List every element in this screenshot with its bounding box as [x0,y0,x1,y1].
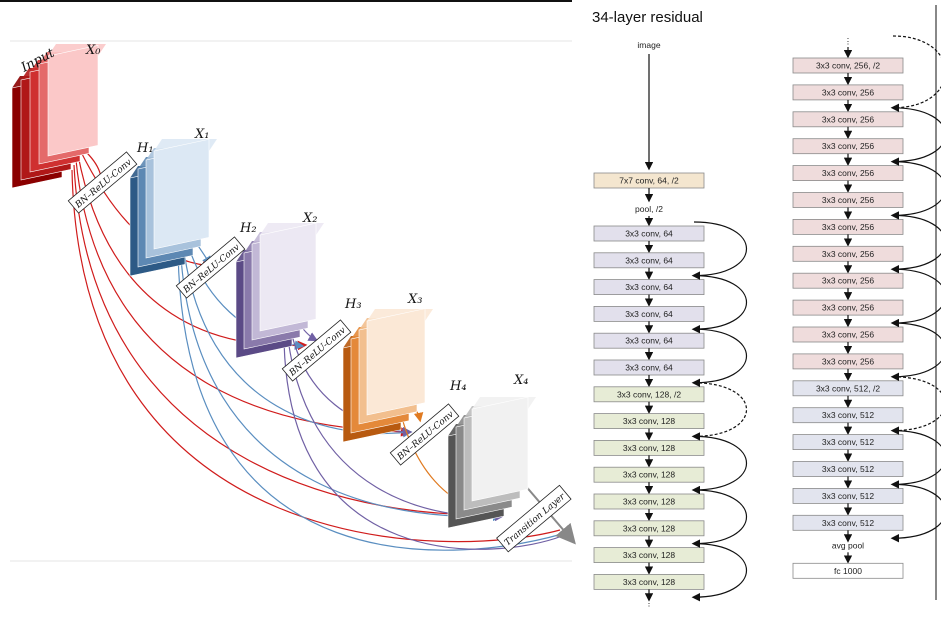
x-label: X₃ [407,292,422,307]
layer-label: 3x3 conv, 128 [623,470,676,480]
layer-label: 3x3 conv, 128 [623,443,676,453]
layer-label: 3x3 conv, 256 [822,222,875,232]
continuation-dots-top: ⋮ [844,36,853,46]
layer-label: 3x3 conv, 512 [822,410,875,420]
layer-label: 3x3 conv, 64 [625,309,673,319]
layer-label: 3x3 conv, 128 [623,550,676,560]
layer-label: 3x3 conv, 256 [822,276,875,286]
feature-map-slice [366,308,426,416]
skip-connection [691,435,748,495]
h-label: H₂ [239,221,257,236]
h-label: H₄ [449,379,467,394]
layer-label: 3x3 conv, 256 [822,195,875,205]
layer-label: 3x3 conv, 512 [822,464,875,474]
layer-label: 3x3 conv, 64 [625,336,673,346]
layer-label: 3x3 conv, 256 [822,141,875,151]
layer-label: 3x3 conv, 256 [822,249,875,259]
pool-label: pool, /2 [635,204,663,214]
resnet-layers: image 7x7 conv, 64, /2 pool, /2 3x3 conv, 6… [593,35,941,608]
layer-label: 7x7 conv, 64, /2 [619,176,679,186]
resnet-34-diagram: 34-layer residual image 7x7 conv, 64, /2 p… [592,5,941,608]
layer-label: 3x3 conv, 128 [623,577,676,587]
layer-label: 3x3 conv, 128 [623,497,676,507]
feature-map-slice [259,222,317,332]
x-label: X₄ [513,373,528,388]
skip-connection [890,107,941,166]
h-label: H₃ [344,297,362,312]
layer-label: 3x3 conv, 64 [625,363,673,373]
skip-connection [691,221,748,280]
layer-label: 3x3 conv, 128, /2 [617,389,681,399]
feature-map-stacks [11,44,536,529]
skip-connection [890,161,941,220]
layer-label: 3x3 conv, 256 [822,303,875,313]
skip-connection [890,376,941,435]
skip-connection [691,543,748,602]
layer-label: 3x3 conv, 512 [822,518,875,528]
layer-label: 3x3 conv, 64 [625,282,673,292]
avg-pool-label: avg pool [832,540,864,550]
x-label: X₂ [302,211,317,226]
layer-label: 3x3 conv, 256 [822,356,875,366]
layer-label: 3x3 conv, 256, /2 [816,61,880,71]
x-label: X₀ [85,43,101,58]
layer-label: 3x3 conv, 512, /2 [816,383,880,393]
composite-label: BN–ReLU-Conv [73,158,134,211]
feature-map-slice [153,138,210,250]
connection-arrow [73,164,503,520]
skip-connection [890,483,941,543]
layer-label: 3x3 conv, 128 [623,523,676,533]
skip-connection [890,268,941,328]
skip-connection [890,214,941,274]
layer-label: 3x3 conv, 512 [822,437,875,447]
connection-arrow [283,324,563,550]
layer-label: fc 1000 [834,566,862,576]
skip-connection [890,322,941,381]
skip-connection [691,275,748,334]
layer-label: 3x3 conv, 64 [625,229,673,239]
x-label: X₁ [194,127,209,142]
layer-box [792,562,904,579]
feature-map-slice [47,45,99,157]
continuation-dots: ⋮ [645,598,654,608]
layer-label: 3x3 conv, 256 [822,87,875,97]
skip-connection [691,382,748,441]
skip-connection [890,35,941,112]
transition-layer-label: Transition Layer [503,492,568,549]
skip-connection [691,489,748,548]
layer-label: 3x3 conv, 256 [822,168,875,178]
skip-connection [691,328,748,387]
skip-connection [890,430,941,489]
feature-map-slice [471,396,529,502]
layer-label: 3x3 conv, 256 [822,330,875,340]
layer-label: 3x3 conv, 64 [625,255,673,265]
resnet-title: 34-layer residual [592,9,703,26]
layer-label: 3x3 conv, 512 [822,491,875,501]
h-label: H₁ [136,141,154,156]
layer-label: 3x3 conv, 128 [623,416,676,426]
layer-label: 3x3 conv, 256 [822,114,875,124]
image-label: image [637,40,660,50]
